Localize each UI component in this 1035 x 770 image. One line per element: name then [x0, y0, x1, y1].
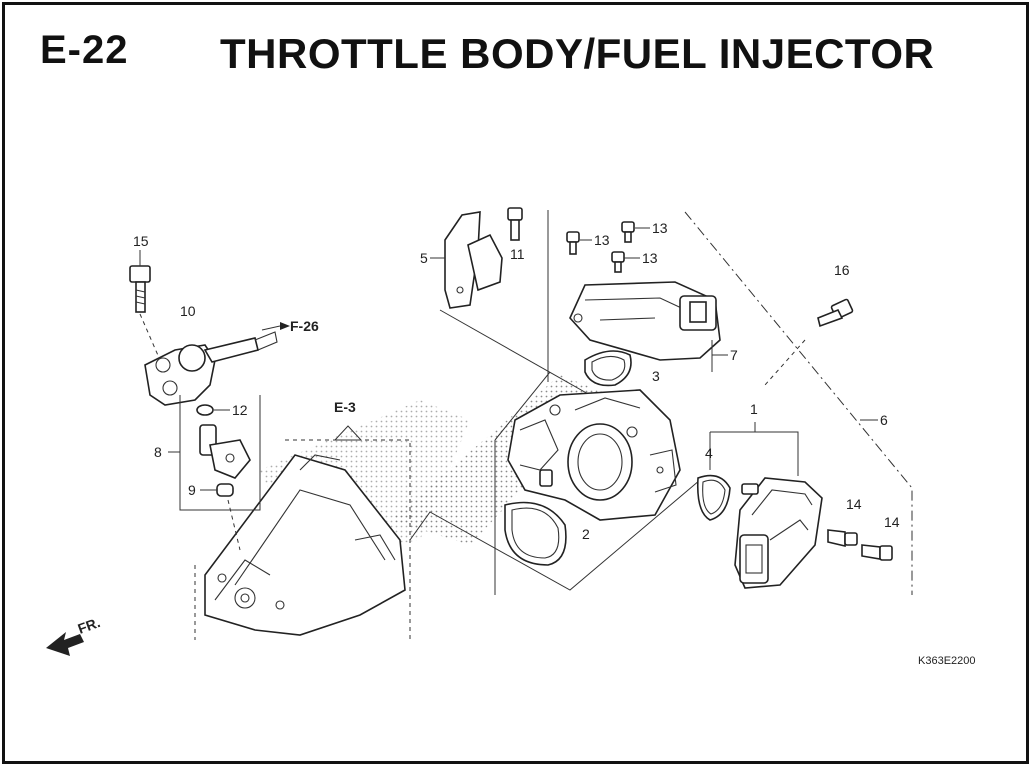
callout-14a: 14 — [846, 496, 862, 512]
intake-housing — [204, 454, 406, 636]
outline-6 — [684, 211, 913, 595]
screws-13 — [566, 221, 635, 273]
leader-5-install — [439, 309, 591, 396]
page-title: THROTTLE BODY/FUEL INJECTOR — [220, 30, 935, 77]
callout-15: 15 — [133, 233, 149, 249]
callout-5: 5 — [420, 250, 428, 266]
front-arrow-icon — [46, 632, 84, 656]
callout-10: 10 — [180, 303, 196, 319]
leader-9-install — [227, 499, 241, 551]
callout-12: 12 — [232, 402, 248, 418]
callout-14b: 14 — [884, 514, 900, 530]
seal-9 — [216, 483, 234, 497]
bracket-7 — [711, 340, 728, 372]
throttle-leader-lower — [409, 479, 701, 591]
bolt-11 — [507, 207, 523, 241]
throttle-body — [507, 389, 681, 521]
diagram-code: K363E2200 — [918, 655, 976, 667]
callout-1: 1 — [750, 401, 758, 417]
callout-2: 2 — [582, 526, 590, 542]
callout-13b: 13 — [652, 220, 668, 236]
callout-9: 9 — [188, 482, 196, 498]
e3-ref-bracket — [285, 439, 411, 640]
callout-4: 4 — [705, 445, 713, 461]
bracket-5 — [444, 211, 503, 309]
callout-7: 7 — [730, 347, 738, 363]
callout-3: 3 — [652, 368, 660, 384]
callout-13c: 13 — [642, 250, 658, 266]
leader-f26 — [261, 325, 281, 331]
gasket-2 — [504, 501, 567, 566]
throttle-leader-upper — [494, 371, 551, 441]
ref-e3: E-3 — [334, 399, 356, 415]
callout-6: 6 — [880, 412, 888, 428]
bracket-1 — [709, 422, 799, 476]
section-code: E-22 — [40, 28, 129, 72]
leader-15-install — [139, 313, 161, 361]
callout-8: 8 — [154, 444, 162, 460]
o-ring-12 — [196, 404, 214, 416]
f26-arrow-icon — [280, 322, 290, 330]
throttle-sensor-1 — [734, 477, 823, 589]
callout-11: 11 — [510, 246, 525, 262]
fuel-pipe-10 — [144, 331, 278, 406]
ref-f26: F-26 — [290, 318, 319, 334]
e3-arrow-icon — [333, 425, 363, 441]
callout-16: 16 — [834, 262, 850, 278]
bolt-15 — [129, 265, 151, 313]
bolts-14 — [827, 529, 893, 561]
callout-13a: 13 — [594, 232, 610, 248]
bolt-16 — [817, 298, 854, 328]
actuator-7 — [569, 281, 721, 361]
leader-16-install — [764, 339, 806, 386]
leaders-13 — [580, 227, 650, 259]
injector-8 — [199, 424, 251, 479]
ref-fr: FR. — [76, 614, 103, 637]
